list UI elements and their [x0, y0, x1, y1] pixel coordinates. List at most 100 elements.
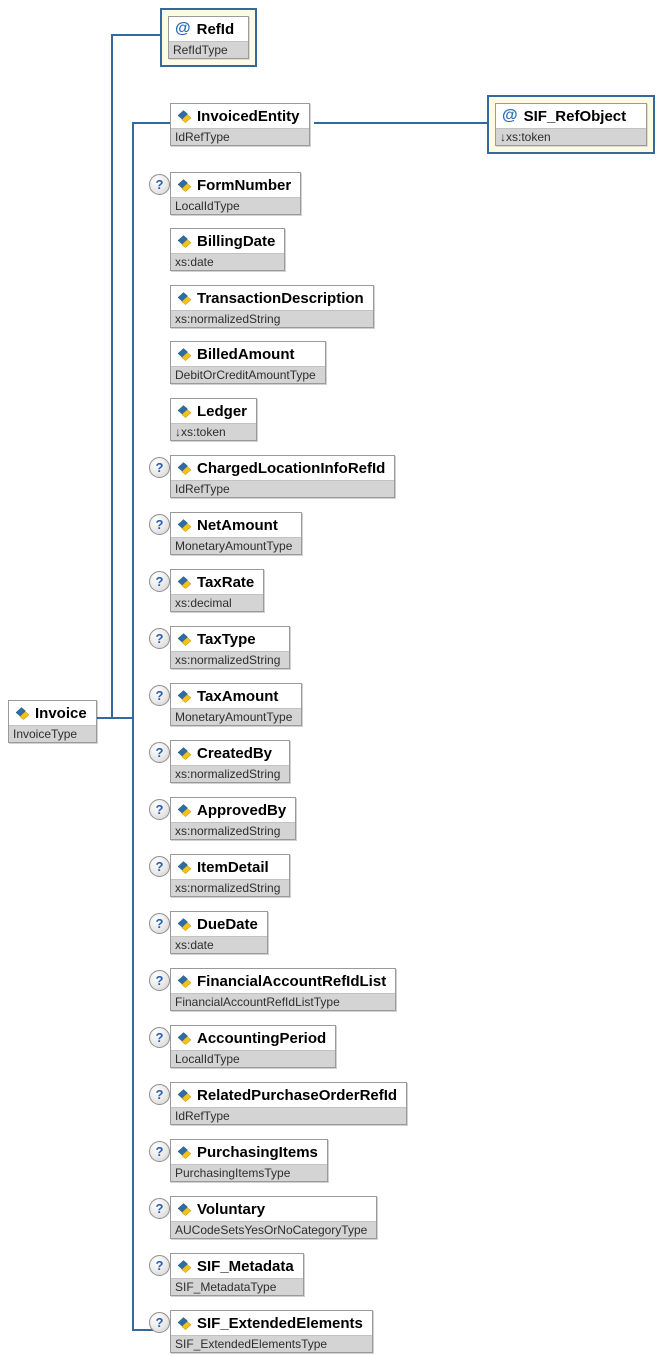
element-name: BillingDate — [197, 232, 276, 250]
element-name: Invoice — [35, 704, 87, 722]
attribute-type: RefIdType — [169, 41, 248, 58]
optional-indicator-icon: ? — [149, 628, 170, 649]
element-icon — [177, 1202, 192, 1216]
element-box[interactable]: Ledger ↓xs:token — [170, 398, 258, 441]
element-box[interactable]: Voluntary AUCodeSetsYesOrNoCategoryType — [170, 1196, 378, 1239]
element-icon — [177, 917, 192, 931]
element-box[interactable]: TaxType xs:normalizedString — [170, 626, 291, 669]
root-element-invoice[interactable]: Invoice InvoiceType — [8, 700, 97, 743]
element-type: xs:normalizedString — [171, 651, 290, 668]
element-name: RelatedPurchaseOrderRefId — [197, 1086, 398, 1104]
element-icon — [177, 1031, 192, 1045]
optional-indicator-icon: ? — [149, 1198, 170, 1219]
child-element-chargedlocationinforefid: ? ChargedLocationInfoRefId IdRefType — [149, 455, 396, 498]
element-box[interactable]: CreatedBy xs:normalizedString — [170, 740, 291, 783]
child-element-accountingperiod: ? AccountingPeriod LocalIdType — [149, 1025, 337, 1068]
element-type: LocalIdType — [171, 197, 301, 214]
child-element-transactiondescription: TransactionDescription xs:normalizedStri… — [149, 285, 374, 328]
element-box[interactable]: TaxRate xs:decimal — [170, 569, 265, 612]
trunk-attribute-line — [111, 34, 113, 719]
element-box[interactable]: NetAmount MonetaryAmountType — [170, 512, 303, 555]
element-name: SIF_Metadata — [197, 1257, 294, 1275]
element-name-row: SIF_Metadata — [171, 1254, 303, 1278]
connector-invoice-line — [94, 717, 134, 719]
element-box[interactable]: SIF_Metadata SIF_MetadataType — [170, 1253, 304, 1296]
element-box[interactable]: InvoicedEntity IdRefType — [170, 103, 310, 146]
optional-indicator-icon: ? — [149, 685, 170, 706]
element-icon — [177, 974, 192, 988]
child-element-relatedpurchaseorderrefid: ? RelatedPurchaseOrderRefId IdRefType — [149, 1082, 408, 1125]
element-type: xs:date — [171, 936, 267, 953]
attribute-type: ↓xs:token — [496, 128, 646, 145]
optional-indicator-icon: ? — [149, 1084, 170, 1105]
element-name-row: ApprovedBy — [171, 798, 295, 822]
attribute-at-icon: @ — [175, 20, 191, 37]
element-icon — [177, 518, 192, 532]
element-name: SIF_ExtendedElements — [197, 1314, 363, 1332]
element-name-row: TaxRate — [171, 570, 263, 594]
element-box[interactable]: Invoice InvoiceType — [8, 700, 97, 743]
connector-extendedelements-line — [132, 1329, 154, 1331]
element-name-row: PurchasingItems — [171, 1140, 327, 1164]
element-box[interactable]: TransactionDescription xs:normalizedStri… — [170, 285, 374, 328]
element-type: LocalIdType — [171, 1050, 336, 1067]
element-icon — [177, 746, 192, 760]
element-type: xs:normalizedString — [171, 310, 373, 327]
element-name: InvoicedEntity — [197, 107, 300, 125]
child-element-sif_extendedelements: ? SIF_ExtendedElements SIF_ExtendedEleme… — [149, 1310, 373, 1353]
element-box[interactable]: SIF_ExtendedElements SIF_ExtendedElement… — [170, 1310, 373, 1353]
optional-indicator-icon: ? — [149, 571, 170, 592]
element-box[interactable]: FinancialAccountRefIdList FinancialAccou… — [170, 968, 397, 1011]
optional-indicator-icon: ? — [149, 514, 170, 535]
child-element-approvedby: ? ApprovedBy xs:normalizedString — [149, 797, 297, 840]
attribute-node-sif-refobject[interactable]: @ SIF_RefObject ↓xs:token — [487, 95, 655, 154]
element-icon — [177, 575, 192, 589]
element-icon — [177, 860, 192, 874]
element-box[interactable]: TaxAmount MonetaryAmountType — [170, 683, 303, 726]
attribute-at-icon: @ — [502, 107, 518, 124]
element-box[interactable]: ApprovedBy xs:normalizedString — [170, 797, 297, 840]
attribute-name: RefId — [196, 20, 235, 38]
element-box[interactable]: AccountingPeriod LocalIdType — [170, 1025, 337, 1068]
child-element-formnumber: ? FormNumber LocalIdType — [149, 172, 302, 215]
attribute-box[interactable]: @ RefId RefIdType — [168, 16, 249, 59]
element-name-row: CreatedBy — [171, 741, 289, 765]
element-box[interactable]: FormNumber LocalIdType — [170, 172, 302, 215]
element-name-row: Ledger — [171, 399, 256, 423]
attribute-node-refid[interactable]: @ RefId RefIdType — [160, 8, 257, 67]
element-icon — [177, 1259, 192, 1273]
attribute-box[interactable]: @ SIF_RefObject ↓xs:token — [495, 103, 647, 146]
element-name-row: Invoice — [9, 701, 96, 725]
element-name-row: DueDate — [171, 912, 267, 936]
child-element-duedate: ? DueDate xs:date — [149, 911, 268, 954]
element-name: Voluntary — [197, 1200, 266, 1218]
optional-indicator-icon: ? — [149, 1255, 170, 1276]
element-name-row: FormNumber — [171, 173, 300, 197]
element-icon — [177, 1145, 192, 1159]
optional-indicator-icon: ? — [149, 742, 170, 763]
element-type: xs:normalizedString — [171, 822, 296, 839]
element-icon — [177, 347, 192, 361]
element-icon — [177, 689, 192, 703]
optional-indicator-icon: ? — [149, 1141, 170, 1162]
element-type: MonetaryAmountType — [171, 537, 302, 554]
element-box[interactable]: ChargedLocationInfoRefId IdRefType — [170, 455, 396, 498]
element-box[interactable]: DueDate xs:date — [170, 911, 268, 954]
element-box[interactable]: ItemDetail xs:normalizedString — [170, 854, 291, 897]
element-icon — [177, 1316, 192, 1330]
element-name-row: RelatedPurchaseOrderRefId — [171, 1083, 406, 1107]
child-element-itemdetail: ? ItemDetail xs:normalizedString — [149, 854, 291, 897]
element-name-row: TaxAmount — [171, 684, 301, 708]
element-box[interactable]: PurchasingItems PurchasingItemsType — [170, 1139, 328, 1182]
element-box[interactable]: BillingDate xs:date — [170, 228, 286, 271]
element-name-row: BillingDate — [171, 229, 284, 253]
element-name-row: TaxType — [171, 627, 289, 651]
element-name: ApprovedBy — [197, 801, 287, 819]
element-type: xs:normalizedString — [171, 765, 290, 782]
element-box[interactable]: BilledAmount DebitOrCreditAmountType — [170, 341, 326, 384]
element-type: xs:normalizedString — [171, 879, 290, 896]
element-type: IdRefType — [171, 1107, 407, 1124]
element-box[interactable]: RelatedPurchaseOrderRefId IdRefType — [170, 1082, 408, 1125]
attribute-name-row: @ RefId — [169, 17, 248, 41]
element-name: AccountingPeriod — [197, 1029, 327, 1047]
